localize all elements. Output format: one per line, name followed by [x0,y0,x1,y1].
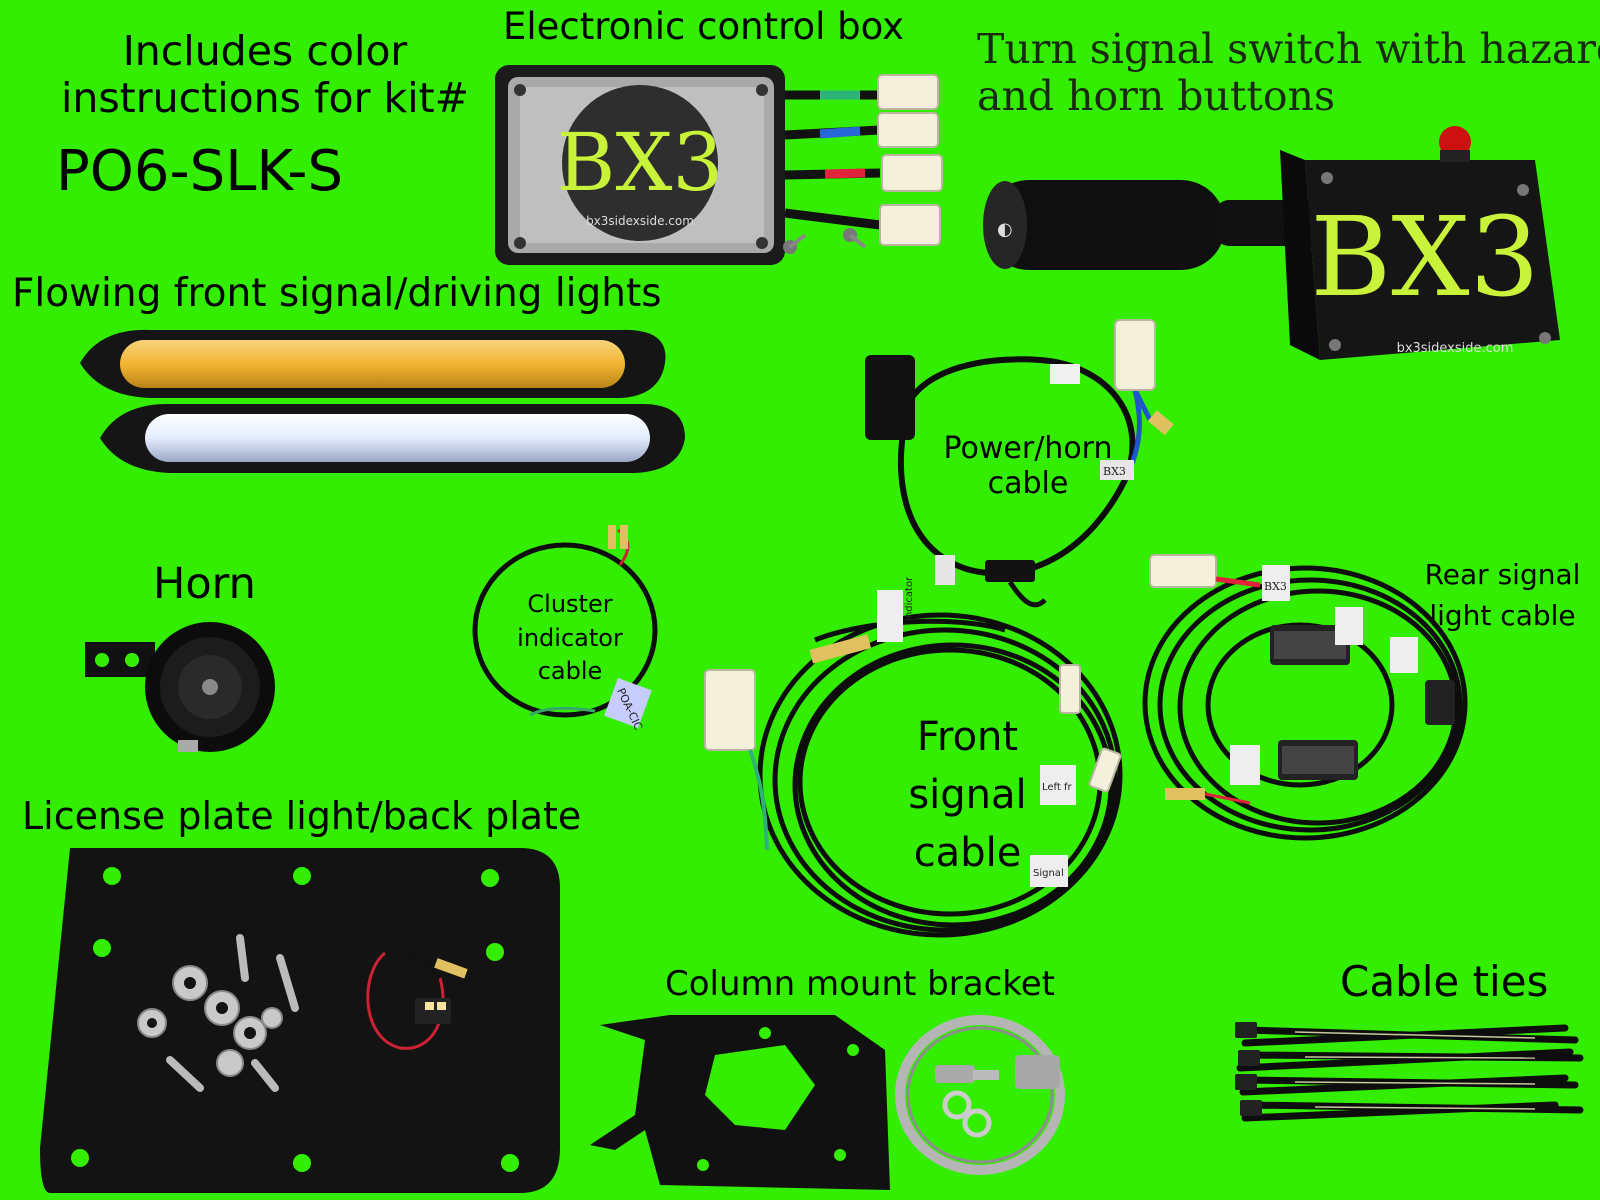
power-horn-line2: cable [987,465,1069,501]
horn-label: Horn [153,559,256,609]
cluster-line1: Cluster [527,590,613,618]
rear-line1: Rear signal [1424,558,1581,591]
kit-intro-line1: Includes color [122,27,408,75]
power-cable-tag: BX3 [1103,465,1126,478]
front-light-bars-image [80,329,685,473]
power-horn-cable-image: BX3 [865,319,1174,608]
kit-number: PO6-SLK-S [56,139,344,204]
cluster-cable-image: POA-CIC [472,525,658,733]
cable-ties-label: Cable ties [1340,957,1549,1006]
front-cable-line2: signal [908,772,1027,818]
kit-intro-line2: instructions for kit# [60,74,470,123]
rear-signal-cable-image: BX3 [1142,554,1468,841]
rear-signal-label: Rear signal light cable [1415,555,1590,636]
column-bracket-image [590,1015,1065,1190]
front-indicator-tag: Indicator [904,576,915,621]
cluster-label: Cluster indicator cable [500,588,640,689]
cable-ties-image [1235,1022,1584,1122]
column-bracket-label: Column mount bracket [665,964,1055,1004]
power-horn-line1: Power/horn [943,431,1113,466]
front-signal-tag: Signal [1033,868,1064,879]
front-cable-line1: Front [916,714,1019,760]
front-signal-cable-label: Front signal cable [880,708,1055,882]
control-box-label: Electronic control box [503,5,905,48]
switch-logo-url: bx3sidexside.com [1397,341,1514,356]
switch-logo-mark: BX3 [1310,193,1539,321]
front-left-tag: Left fr [1042,782,1073,793]
license-plate-label: License plate light/back plate [22,794,582,838]
control-box-image: BX3 bx3sidexside.com [495,65,943,265]
cluster-line2: indicator [517,623,623,652]
turn-switch-label: Turn signal switch with hazard and horn … [977,25,1600,121]
turn-switch-line2: and horn buttons [977,72,1335,121]
box-logo-url: bx3sidexside.com [586,214,694,228]
front-signal-cable-image: Indicator Left fr Signal [704,576,1123,938]
box-logo-mark: BX3 [557,116,724,209]
turn-switch-line1: Turn signal switch with hazard [977,25,1600,73]
switch-stalk-symbol-icon: ◐ [997,219,1013,240]
cluster-line3: cable [537,657,603,686]
license-plate-image [40,848,560,1193]
rear-line2: light cable [1429,598,1576,632]
horn-image [85,622,275,752]
front-lights-label: Flowing front signal/driving lights [12,271,662,316]
rear-cable-tag: BX3 [1264,580,1287,593]
front-cable-line3: cable [913,830,1022,876]
power-horn-label: Power/horn cable [938,431,1118,501]
kit-intro-label: Includes color instructions for kit# [40,27,490,123]
turn-switch-image: ◐ BX3 bx3sidexside.com [983,126,1560,360]
